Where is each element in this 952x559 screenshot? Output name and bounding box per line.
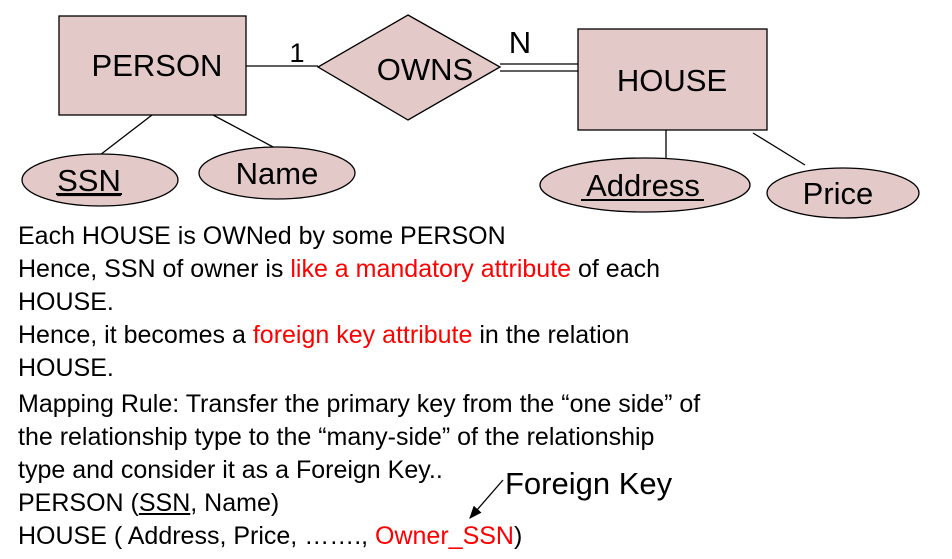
ssn-attribute-label: SSN (57, 163, 121, 198)
er-diagram: PERSON OWNS 1 N HOUSE SSN Name Address P… (21, 14, 920, 219)
house-entity-label: HOUSE (617, 63, 727, 98)
person-ssn-line (99, 114, 153, 156)
text-line-4-b: in the relation (472, 321, 630, 349)
text-line-4-a: Hence, it becomes a (18, 321, 253, 349)
text-line-4-highlight: foreign key attribute (252, 321, 473, 349)
price-attribute (766, 167, 920, 219)
text-line-9-key: SSN (138, 489, 191, 517)
person-entity-label: PERSON (92, 48, 223, 83)
name-attribute (198, 146, 356, 200)
text-line-10-a: HOUSE ( Address, Price, ……., (18, 522, 376, 550)
foreign-key-annotation: Foreign Key (505, 466, 673, 501)
house-price-line (752, 132, 806, 166)
name-attribute-label: Name (236, 156, 319, 191)
text-line-8: type and consider it as a Foreign Key.. (18, 456, 443, 484)
cardinality-one: 1 (289, 38, 304, 68)
text-line-2-b: of each (571, 255, 660, 283)
text-line-10-b: ) (513, 522, 523, 550)
text-line-4: Hence, it becomes a foreign key attribut… (18, 319, 629, 352)
text-line-7: the relationship type to the “many-side”… (18, 423, 655, 451)
address-attribute-label: Address (586, 168, 700, 203)
text-line-3: HOUSE. (18, 288, 114, 316)
text-line-9-a: PERSON ( (18, 489, 139, 517)
address-attribute (539, 157, 751, 213)
text-line-5: HOUSE. (18, 354, 114, 382)
text-line-9-b: , Name) (190, 489, 280, 517)
foreign-key-arrow-line (469, 479, 504, 519)
person-entity (58, 15, 247, 116)
text-line-2-highlight: like a mandatory attribute (290, 255, 572, 283)
owns-relationship (316, 14, 502, 121)
house-entity (577, 28, 768, 131)
price-attribute-label: Price (803, 176, 874, 211)
text-line-6: Mapping Rule: Transfer the primary key f… (18, 390, 701, 418)
text-line-2: Hence, SSN of owner is like a mandatory … (18, 253, 660, 286)
text-line-1: Each HOUSE is OWNed by some PERSON (18, 222, 506, 250)
owns-relationship-label: OWNS (377, 52, 473, 87)
person-name-line (212, 114, 276, 149)
cardinality-n: N (509, 25, 531, 60)
text-line-2-a: Hence, SSN of owner is (18, 255, 291, 283)
text-line-10-highlight: Owner_SSN (375, 522, 514, 550)
text-line-10: HOUSE ( Address, Price, ……., Owner_SSN) (18, 520, 522, 553)
text-line-9: PERSON (SSN, Name) (18, 487, 279, 520)
